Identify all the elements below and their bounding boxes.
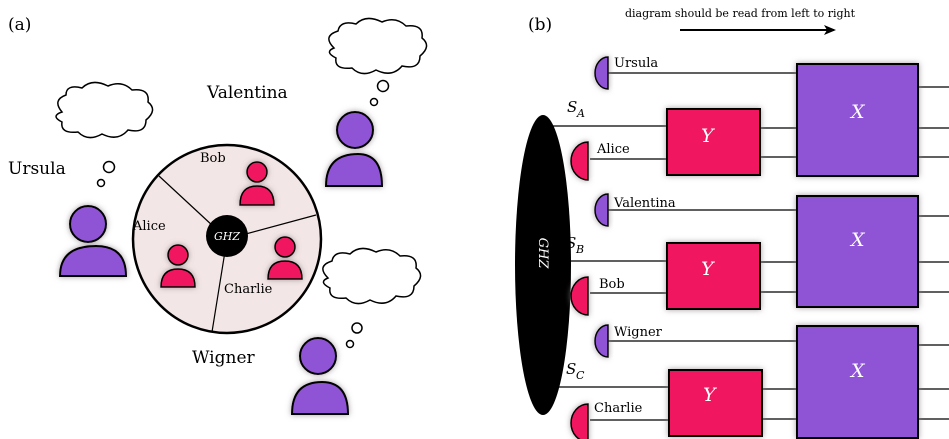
wires bbox=[548, 72, 949, 421]
system-subscript: B bbox=[575, 243, 584, 256]
valentina-row-label: Valentina bbox=[613, 196, 676, 211]
charlie-row-label: Charlie bbox=[594, 401, 643, 416]
lab-charlie-label: Charlie bbox=[224, 282, 273, 297]
system-subscript: A bbox=[576, 107, 585, 120]
lab-alice-label: Alice bbox=[132, 219, 166, 234]
charlie-meter-icon bbox=[570, 403, 589, 439]
system-subscript: C bbox=[576, 369, 585, 382]
ghz-label: GHZ bbox=[214, 230, 240, 243]
alice-person-icon bbox=[160, 244, 196, 288]
wigner-label: Wigner bbox=[192, 348, 256, 368]
ghz-center bbox=[206, 215, 248, 257]
x-box-label: X bbox=[849, 360, 866, 382]
ghz-source: GHZ bbox=[515, 115, 571, 415]
wigner-person-icon bbox=[290, 337, 350, 415]
system-symbol: S bbox=[566, 234, 576, 252]
system-label-c: S C bbox=[566, 360, 585, 382]
y-box-label: Y bbox=[701, 258, 716, 280]
system-symbol: S bbox=[567, 98, 577, 116]
valentina-label: Valentina bbox=[206, 83, 288, 103]
x-box bbox=[796, 63, 919, 177]
ursula-label: Ursula bbox=[8, 159, 66, 179]
y-box bbox=[668, 369, 763, 437]
ursula-person-icon bbox=[58, 205, 128, 277]
wigner-meter-icon bbox=[594, 324, 609, 358]
y-box bbox=[666, 242, 761, 310]
wigner-thought-bubble bbox=[322, 247, 422, 349]
y-box-label: Y bbox=[703, 384, 718, 406]
valentina-person-icon bbox=[324, 111, 384, 187]
wigner-row-label: Wigner bbox=[614, 325, 663, 340]
system-label-b: S B bbox=[566, 234, 584, 256]
system-label-a: S A bbox=[567, 98, 585, 120]
bob-person-icon bbox=[239, 161, 275, 206]
x-box bbox=[796, 325, 919, 439]
system-symbol: S bbox=[566, 360, 576, 378]
valentina-thought-bubble bbox=[328, 17, 428, 107]
ghz-source-label: GHZ bbox=[535, 238, 550, 270]
ursula-thought-bubble bbox=[55, 81, 154, 188]
y-box-label: Y bbox=[701, 125, 716, 147]
alice-row-label: Alice bbox=[596, 142, 630, 157]
panel-b: (b) diagram should be read from left to … bbox=[515, 7, 949, 439]
lab-bob-label: Bob bbox=[200, 151, 226, 166]
row-c: Wigner Charlie Y X bbox=[570, 324, 919, 439]
bob-meter-icon bbox=[570, 276, 589, 316]
x-box-label: X bbox=[849, 101, 866, 123]
charlie-person-icon bbox=[267, 236, 303, 280]
y-box bbox=[666, 108, 761, 176]
bob-row-label: Bob bbox=[599, 277, 625, 292]
valentina-meter-icon bbox=[594, 193, 609, 227]
lab-circle: GHZ Bob Alice Charlie bbox=[131, 143, 323, 335]
row-a: Ursula Alice Y X bbox=[570, 56, 919, 181]
panel-a-label: (a) bbox=[8, 15, 31, 35]
direction-note: diagram should be read from left to righ… bbox=[625, 7, 856, 20]
panel-b-label: (b) bbox=[528, 15, 552, 35]
x-box-label: X bbox=[849, 229, 866, 251]
panel-a: (a) GHZ Bob Alice Charlie bbox=[8, 15, 428, 415]
row-b: Valentina Bob Y X bbox=[570, 193, 919, 316]
x-box bbox=[796, 195, 919, 308]
ursula-row-label: Ursula bbox=[614, 56, 658, 71]
alice-meter-icon bbox=[570, 141, 589, 181]
ursula-meter-icon bbox=[594, 56, 609, 90]
